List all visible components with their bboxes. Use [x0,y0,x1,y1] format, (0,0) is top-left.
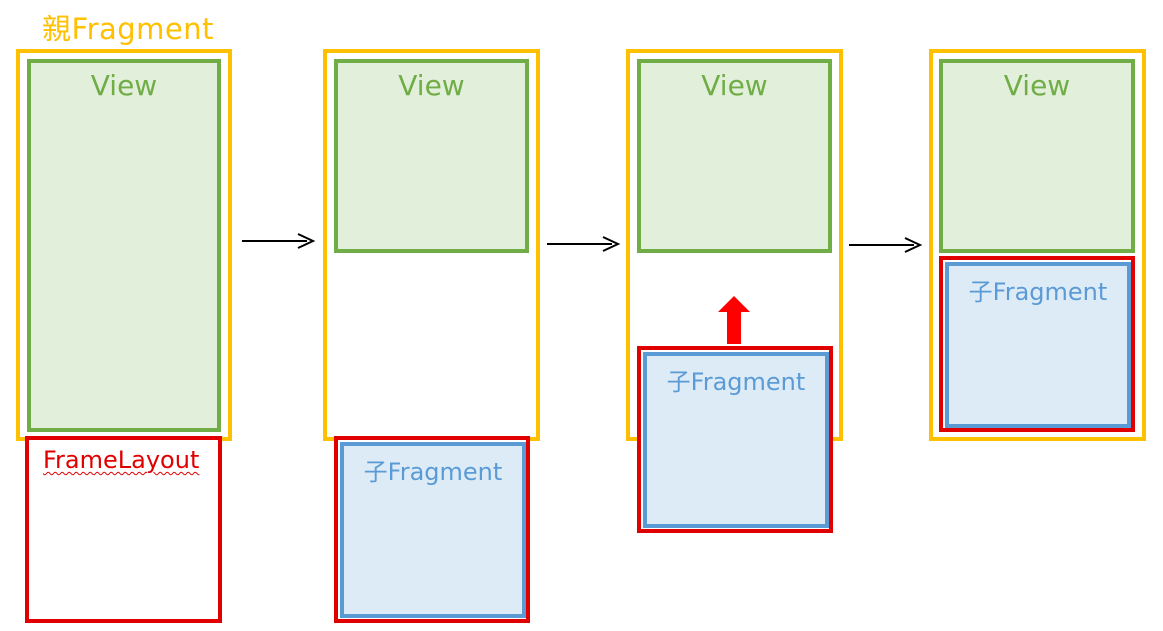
child-fragment-label: 子Fragment [666,368,806,396]
frame-layout-stage-1: FrameLayout [25,436,222,623]
view-label: View [398,69,465,102]
step-arrow-1 [242,233,316,249]
view-label: View [90,69,158,102]
child-fragment-stage-4: 子Fragment [945,262,1131,428]
child-fragment-label: 子Fragment [363,458,503,486]
child-fragment-stage-3: 子Fragment [643,352,829,528]
child-fragment-stage-2: 子Fragment [340,442,526,618]
frame-layout-label: FrameLayout [43,446,200,474]
view-stage-3: View [637,59,832,253]
view-label: View [1003,69,1071,102]
diagram-title: 親Fragment [42,12,215,46]
view-stage-4: View [939,59,1135,253]
step-arrow-2 [547,236,621,252]
step-arrow-3 [849,237,923,253]
child-fragment-label: 子Fragment [968,278,1108,306]
view-stage-1: View [27,59,221,432]
view-stage-2: View [334,59,529,253]
view-label: View [701,69,768,102]
move-up-arrow [718,296,750,344]
